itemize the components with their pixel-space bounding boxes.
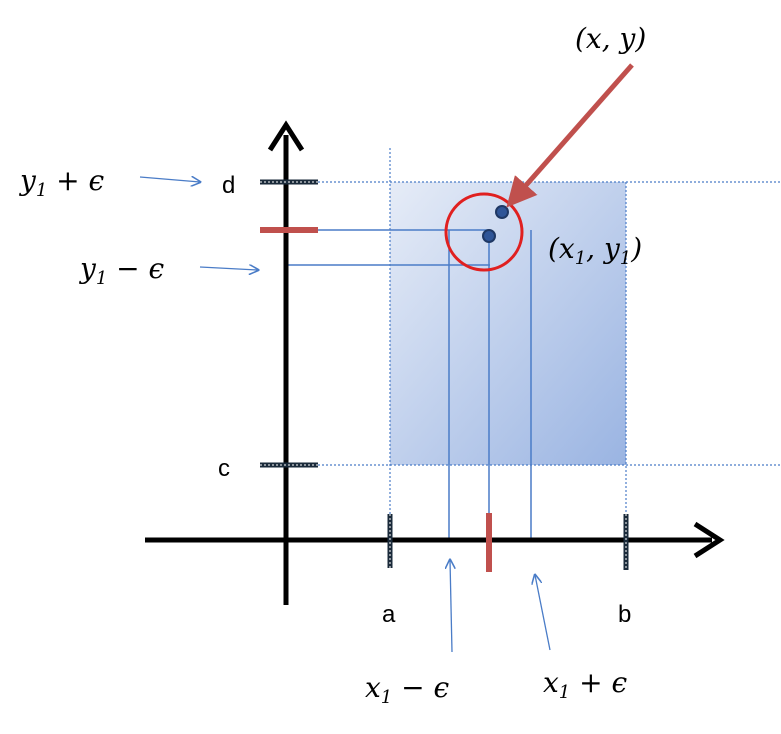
ticks (260, 179, 629, 572)
label-d: d (222, 172, 235, 199)
blue-guides (286, 229, 532, 540)
label-x1y1: (x1, y1) (548, 232, 642, 269)
label-pointers (139, 177, 551, 653)
label-xy: (x, y) (575, 22, 646, 55)
dotted-guides (318, 148, 781, 515)
label-b: b (618, 601, 631, 628)
label-y1-minus-epsilon: y1 − ϵ (78, 252, 165, 289)
label-c: c (218, 455, 230, 482)
point-x1y1 (482, 229, 496, 243)
point-xy (495, 205, 509, 219)
shaded-region (390, 182, 626, 465)
epsilon-circle (444, 192, 524, 272)
label-x1-minus-epsilon: x1 − ϵ (365, 671, 450, 708)
label-a: a (382, 601, 396, 628)
red-pointer-arrow (506, 63, 634, 208)
label-y1-plus-epsilon: y1 + ϵ (18, 164, 105, 201)
axes (145, 120, 725, 605)
label-x1-plus-epsilon: x1 + ϵ (543, 666, 628, 703)
